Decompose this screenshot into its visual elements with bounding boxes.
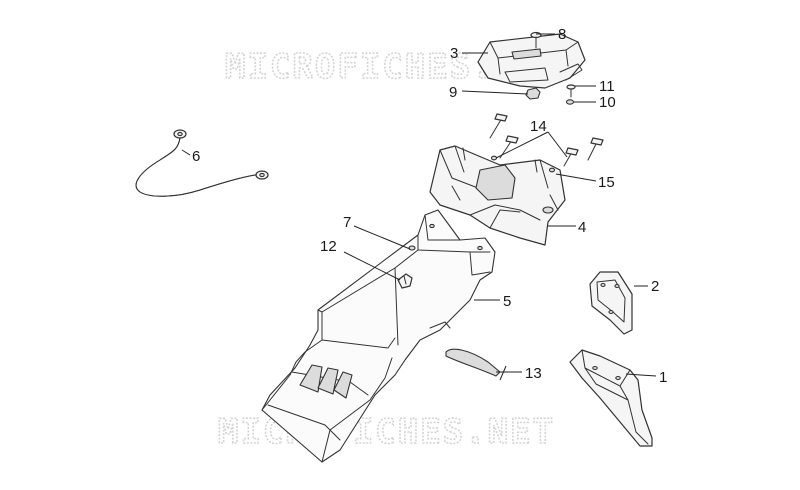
part-12-clip: [397, 273, 413, 289]
callout-15: 15: [598, 174, 615, 191]
callout-5: 5: [503, 293, 511, 310]
callout-1: 1: [659, 369, 667, 386]
part-5-rear-mudguard: [261, 209, 496, 463]
part-14-screws: [489, 113, 604, 167]
callout-13: 13: [525, 365, 542, 382]
leader-lines: [181, 33, 657, 381]
callout-9: 9: [449, 84, 457, 101]
callout-4: 4: [578, 219, 586, 236]
part-1-plate-holder: [569, 349, 653, 447]
callout-10: 10: [599, 94, 616, 111]
callout-7: 7: [343, 214, 351, 231]
part-10-11-screw-washer: [565, 84, 576, 105]
callout-12: 12: [320, 238, 337, 255]
part-2-reflector-bracket: [589, 271, 633, 335]
callout-6: 6: [192, 148, 200, 165]
watermark-bottom: MICROFICHES.NET: [218, 412, 555, 452]
callout-3: 3: [450, 45, 458, 62]
callout-2: 2: [651, 278, 659, 295]
part-4-rear-support: [429, 145, 566, 246]
callout-14: 14: [530, 118, 547, 135]
part-9-nut: [525, 87, 541, 100]
part-3-light-housing: [477, 33, 586, 89]
callout-11: 11: [599, 78, 615, 95]
part-6-ground-cable: [135, 129, 269, 197]
part-13-strip: [445, 348, 501, 377]
callout-8: 8: [558, 26, 566, 43]
callout-labels: 3 8 9 11 10 6 14 15 4 7 12 5 2 1 13: [192, 26, 667, 386]
